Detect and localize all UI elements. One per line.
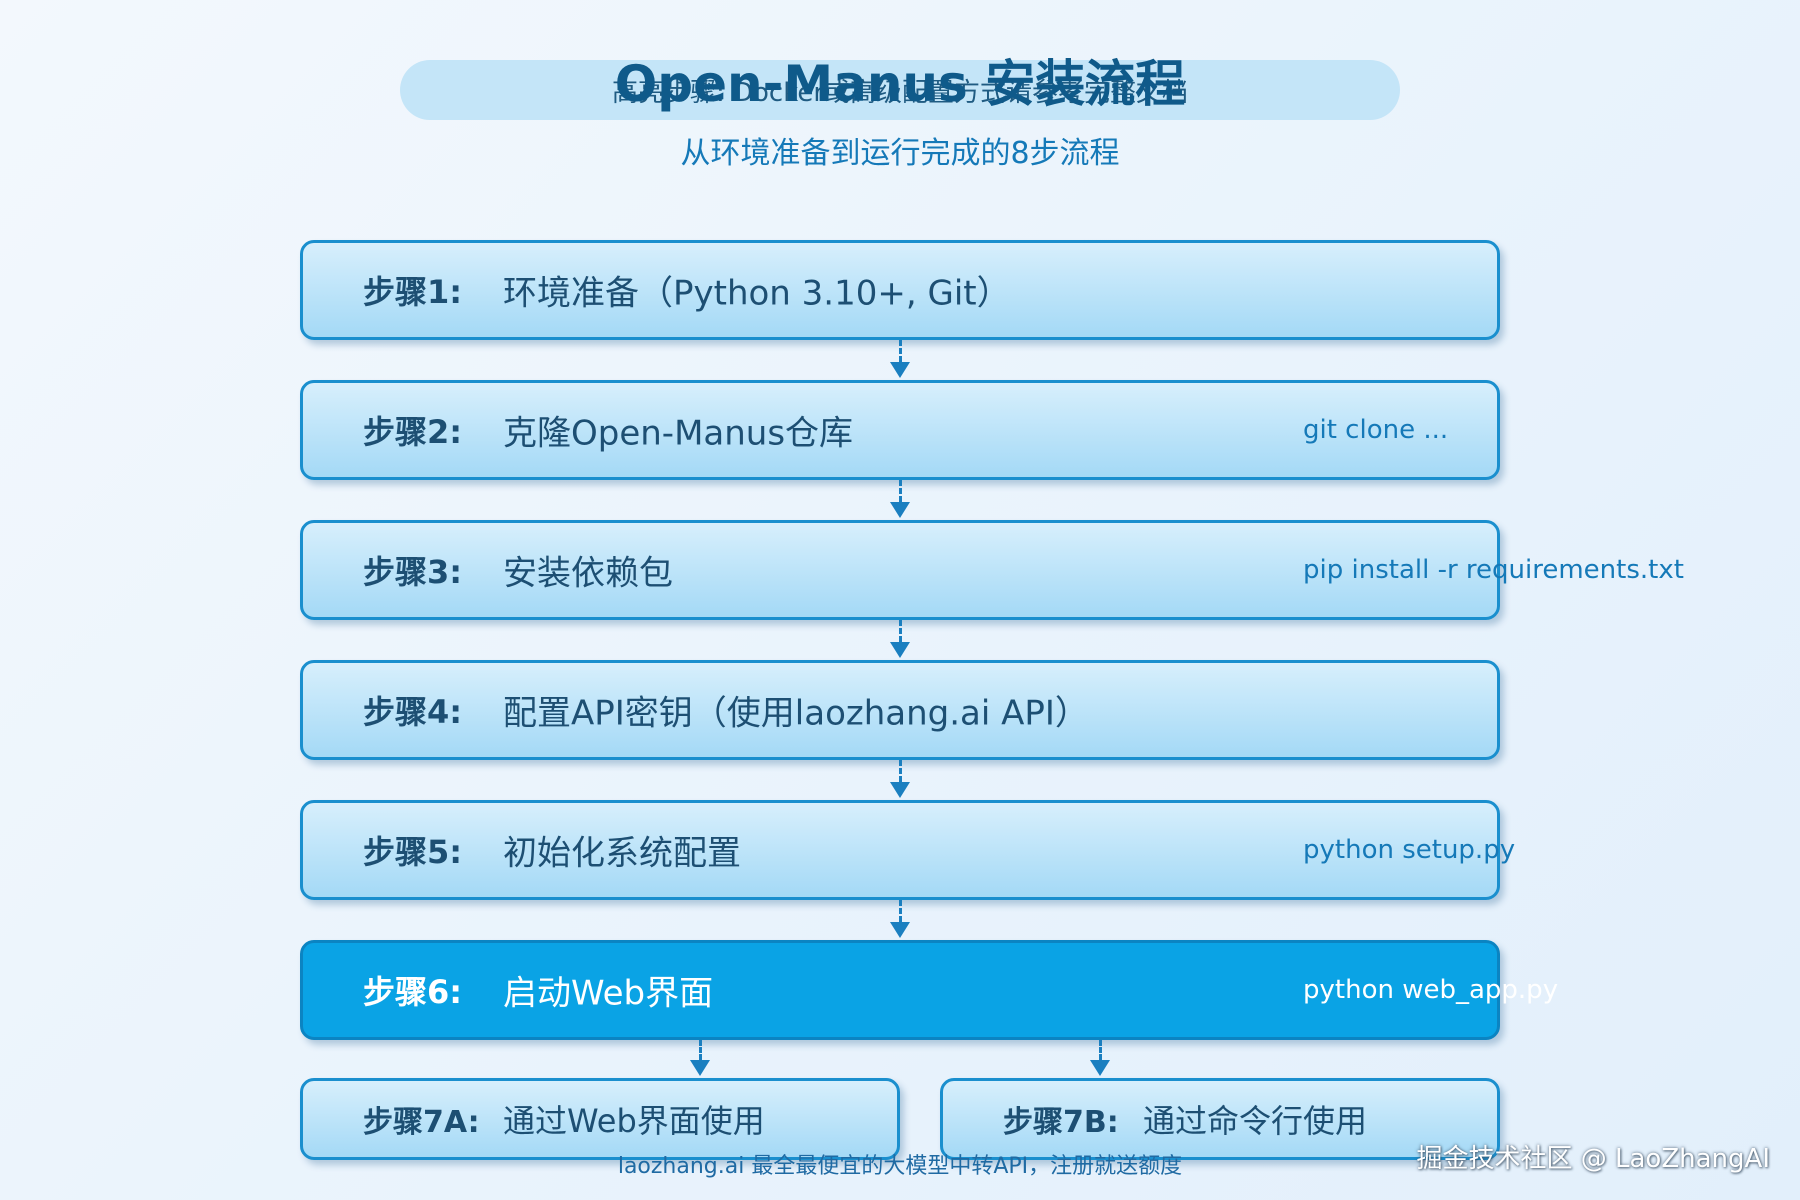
- connector-5-6: [899, 900, 902, 922]
- arrow-6-7b-icon: [1090, 1060, 1110, 1076]
- connector-4-5: [899, 760, 902, 782]
- header-banner: [400, 60, 1400, 120]
- connector-2-3: [899, 480, 902, 502]
- step-5-label: 步骤5:: [363, 833, 463, 871]
- step-6-label: 步骤6:: [363, 973, 463, 1011]
- step-7b-label: 步骤7B:: [1003, 1105, 1119, 1140]
- connector-6-7b: [1099, 1040, 1102, 1060]
- arrow-6-7a-icon: [690, 1060, 710, 1076]
- step-7a-text: 通过Web界面使用: [503, 1102, 765, 1140]
- banner-note: 高亮步骤: Docker或高级配置方式请参考完整文档: [611, 78, 1189, 108]
- watermark: 掘金技术社区 @ LaoZhangAI: [1416, 1144, 1770, 1174]
- arrow-4-5-icon: [890, 782, 910, 798]
- step-6-command: python web_app.py: [1303, 975, 1559, 1005]
- step-1-box: 步骤1: 环境准备（Python 3.10+, Git）: [300, 240, 1500, 340]
- step-3-label: 步骤3:: [363, 553, 463, 591]
- step-7b-box: 步骤7B: 通过命令行使用: [940, 1078, 1500, 1160]
- step-4-box: 步骤4: 配置API密钥（使用laozhang.ai API）: [300, 660, 1500, 760]
- arrow-1-2-icon: [890, 362, 910, 378]
- step-2-text: 克隆Open-Manus仓库: [503, 413, 854, 454]
- step-2-command: git clone ...: [1303, 415, 1449, 445]
- connector-6-7a: [699, 1040, 702, 1060]
- step-1-label: 步骤1:: [363, 273, 463, 311]
- connector-1-2: [899, 340, 902, 362]
- step-7b-text: 通过命令行使用: [1143, 1102, 1368, 1140]
- step-6-text: 启动Web界面: [503, 973, 714, 1014]
- connector-3-4: [899, 620, 902, 642]
- step-5-text: 初始化系统配置: [503, 833, 741, 874]
- step-3-command: pip install -r requirements.txt: [1303, 555, 1684, 585]
- step-2-box: 步骤2: 克隆Open-Manus仓库 git clone ...: [300, 380, 1500, 480]
- arrow-5-6-icon: [890, 922, 910, 938]
- page-subtitle: 从环境准备到运行完成的8步流程: [680, 136, 1120, 171]
- arrow-3-4-icon: [890, 642, 910, 658]
- step-4-text: 配置API密钥（使用laozhang.ai API）: [503, 693, 1089, 734]
- step-3-box: 步骤3: 安装依赖包 pip install -r requirements.t…: [300, 520, 1684, 620]
- step-7a-label: 步骤7A:: [363, 1105, 480, 1140]
- page-title: Open-Manus 安装流程: [614, 55, 1186, 113]
- step-7a-box: 步骤7A: 通过Web界面使用: [300, 1078, 900, 1160]
- step-5-box: 步骤5: 初始化系统配置 python setup.py: [300, 800, 1515, 900]
- step-1-text: 环境准备（Python 3.10+, Git）: [503, 273, 1011, 314]
- step-2-label: 步骤2:: [363, 413, 463, 451]
- step-3-text: 安装依赖包: [503, 553, 673, 594]
- step-4-label: 步骤4:: [363, 693, 463, 731]
- step-6-box: 步骤6: 启动Web界面 python web_app.py: [300, 940, 1558, 1040]
- footer-note: laozhang.ai 最全最便宜的大模型中转API，注册就送额度: [617, 1154, 1183, 1179]
- step-5-command: python setup.py: [1303, 835, 1516, 865]
- arrow-2-3-icon: [890, 502, 910, 518]
